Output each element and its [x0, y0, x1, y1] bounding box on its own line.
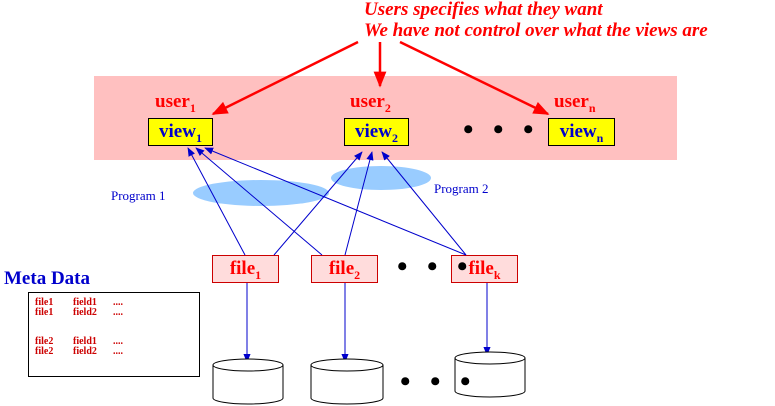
- connector-file2-view2: [344, 151, 374, 256]
- connector-file2-view1: [195, 147, 323, 256]
- program-2-blob: [331, 166, 431, 190]
- annotation-line-2: We have not control over what the views …: [364, 20, 708, 41]
- annotation-arrow-user-n: [399, 40, 550, 116]
- program-1-blob: [193, 180, 329, 206]
- connector-file1-view1: [187, 147, 246, 256]
- files-ellipsis: • • •: [397, 250, 474, 283]
- file-k-box: filek: [451, 255, 518, 283]
- view-2-box: view2: [344, 118, 409, 146]
- user-1-label: user1: [155, 91, 196, 115]
- disk-2-icon: [310, 358, 384, 405]
- view-1-box: view1: [148, 118, 213, 146]
- connector-filek-view1: [204, 147, 467, 256]
- connector-file1-view2: [273, 151, 363, 256]
- file-1-box: file1: [212, 255, 279, 283]
- disk-k-icon: [454, 351, 526, 398]
- user-n-label: usern: [554, 91, 596, 115]
- program-1-label: Program 1: [111, 188, 166, 203]
- connector-filek-view2: [381, 151, 467, 256]
- file-2-box: file2: [311, 255, 378, 283]
- disk-1-icon: [212, 358, 284, 405]
- meta-data-title: Meta Data: [4, 268, 90, 289]
- annotation-line-1: Users specifies what they want: [364, 0, 603, 20]
- view-n-box: viewn: [548, 118, 615, 146]
- user-2-label: user2: [350, 91, 391, 115]
- annotation-arrow-user-1: [211, 40, 359, 116]
- disks-ellipsis: • • •: [400, 365, 477, 398]
- program-2-label: Program 2: [434, 181, 489, 196]
- views-ellipsis: • • •: [463, 113, 540, 146]
